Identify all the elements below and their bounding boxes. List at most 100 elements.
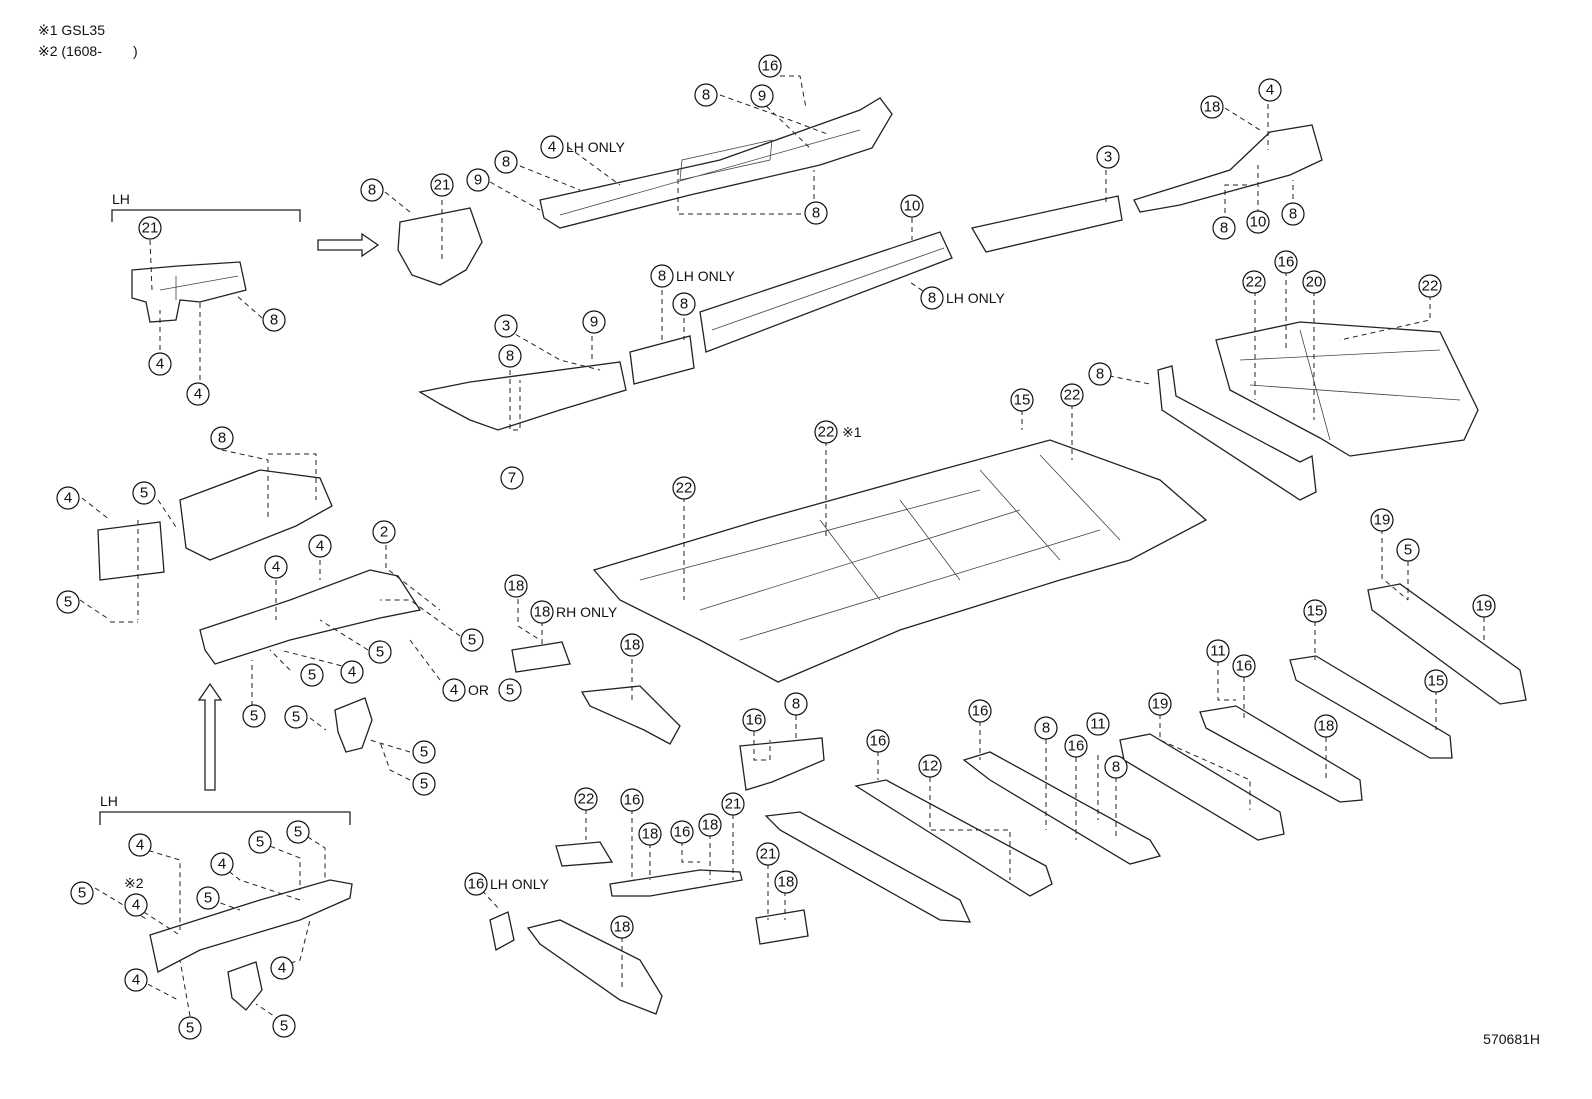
note2-marker: ※2 <box>124 875 144 891</box>
callout-4: 4 <box>308 534 332 558</box>
svg-text:9: 9 <box>758 88 766 105</box>
svg-text:8: 8 <box>680 296 688 313</box>
callout-4: 4 <box>128 833 152 857</box>
svg-text:10: 10 <box>1250 214 1267 231</box>
svg-text:21: 21 <box>760 846 777 863</box>
svg-text:22: 22 <box>578 791 595 808</box>
svg-text:5: 5 <box>468 632 476 649</box>
svg-text:15: 15 <box>1307 603 1324 620</box>
part-bracket-18-mid <box>580 685 681 745</box>
svg-text:8: 8 <box>1112 759 1120 776</box>
callout-18: 18 <box>610 915 634 939</box>
part-small-bracket-5 <box>334 697 373 753</box>
part-rear-floor-pan-detail <box>1239 329 1461 441</box>
svg-text:3: 3 <box>502 318 510 335</box>
lh-only-label: LH ONLY <box>676 268 736 284</box>
part-bracket-lh-detail <box>159 275 239 300</box>
svg-text:4: 4 <box>194 386 202 403</box>
svg-text:5: 5 <box>1404 542 1412 559</box>
svg-text:4: 4 <box>132 972 140 989</box>
lh-label-bottom: LH <box>100 793 118 809</box>
svg-text:8: 8 <box>812 205 820 222</box>
part-plate-22-small <box>555 841 614 867</box>
callout-16: 16 <box>464 872 488 896</box>
part-rail-11-16-18 <box>1199 705 1363 803</box>
callout-4: 4 <box>210 852 234 876</box>
svg-text:9: 9 <box>590 314 598 331</box>
callout-16: 16 <box>968 699 992 723</box>
callout-9: 9 <box>466 168 490 192</box>
svg-text:4: 4 <box>548 139 556 156</box>
part-main-floor-pan <box>592 439 1208 683</box>
svg-text:16: 16 <box>746 712 763 729</box>
svg-text:4: 4 <box>272 559 280 576</box>
lh-only-label: LH ONLY <box>490 876 550 892</box>
callout-2: 2 <box>372 520 396 544</box>
callout-4: 4 <box>264 555 288 579</box>
callout-4: 4 <box>124 893 148 917</box>
svg-text:8: 8 <box>1220 220 1228 237</box>
svg-text:4: 4 <box>1266 82 1274 99</box>
lh-bracket-bottom <box>99 811 351 825</box>
svg-text:16: 16 <box>762 58 779 75</box>
callout-8: 8 <box>694 83 718 107</box>
callout-5: 5 <box>242 704 266 728</box>
lh-only-label: LH ONLY <box>566 139 626 155</box>
part-short-piece-8 <box>629 335 695 385</box>
lh-only-label: LH ONLY <box>946 290 1006 306</box>
svg-text:16: 16 <box>1278 254 1295 271</box>
callout-22: 22 <box>1242 270 1266 294</box>
svg-text:5: 5 <box>294 824 302 841</box>
notes-block: ※1 GSL35 ※2 (1608- ) <box>38 20 138 62</box>
callout-19: 19 <box>1472 594 1496 618</box>
right-arrow-icon <box>317 232 380 258</box>
callout-8: 8 <box>1212 216 1236 240</box>
callout-19: 19 <box>1370 508 1394 532</box>
svg-text:5: 5 <box>78 885 86 902</box>
svg-text:19: 19 <box>1476 598 1493 615</box>
callout-21: 21 <box>430 173 454 197</box>
callout-21: 21 <box>721 792 745 816</box>
callout-8: 8 <box>498 344 522 368</box>
callout-22: 22 <box>574 787 598 811</box>
part-rear-floor-pan <box>1215 321 1479 457</box>
callout-15: 15 <box>1424 669 1448 693</box>
svg-text:8: 8 <box>792 696 800 713</box>
svg-text:4: 4 <box>218 856 226 873</box>
svg-text:18: 18 <box>1318 718 1335 735</box>
svg-text:8: 8 <box>506 348 514 365</box>
svg-text:4: 4 <box>348 664 356 681</box>
callout-5: 5 <box>460 628 484 652</box>
callout-18: 18 <box>698 813 722 837</box>
part-rail-15-lower <box>1289 655 1453 759</box>
svg-text:5: 5 <box>140 485 148 502</box>
callout-9: 9 <box>750 84 774 108</box>
diagram-code: 570681H <box>1483 1031 1540 1047</box>
callout-10: 10 <box>900 194 924 218</box>
svg-text:4: 4 <box>136 837 144 854</box>
callout-8: 8 <box>920 286 944 310</box>
callout-8: 8 <box>1088 362 1112 386</box>
callout-8: 8 <box>1281 202 1305 226</box>
part-rail-12 <box>854 779 1053 897</box>
callout-4: 4 <box>340 660 364 684</box>
callout-16: 16 <box>758 54 782 78</box>
part-bracket-upper <box>397 207 483 286</box>
callout-11: 11 <box>1086 712 1110 736</box>
callout-8: 8 <box>672 292 696 316</box>
callout-16: 16 <box>866 729 890 753</box>
svg-text:5: 5 <box>420 744 428 761</box>
svg-text:19: 19 <box>1374 512 1391 529</box>
callout-5: 5 <box>412 772 436 796</box>
part-lower-rail-lh <box>149 879 353 973</box>
callout-8: 8 <box>1034 716 1058 740</box>
svg-text:8: 8 <box>502 154 510 171</box>
svg-text:4: 4 <box>316 538 324 555</box>
svg-text:21: 21 <box>434 177 451 194</box>
callout-18: 18 <box>1314 714 1338 738</box>
svg-text:4: 4 <box>278 960 286 977</box>
part-main-floor-pan-detail <box>639 454 1121 641</box>
callout-22: 22 <box>814 420 838 444</box>
svg-text:22: 22 <box>1422 278 1439 295</box>
svg-text:18: 18 <box>778 874 795 891</box>
